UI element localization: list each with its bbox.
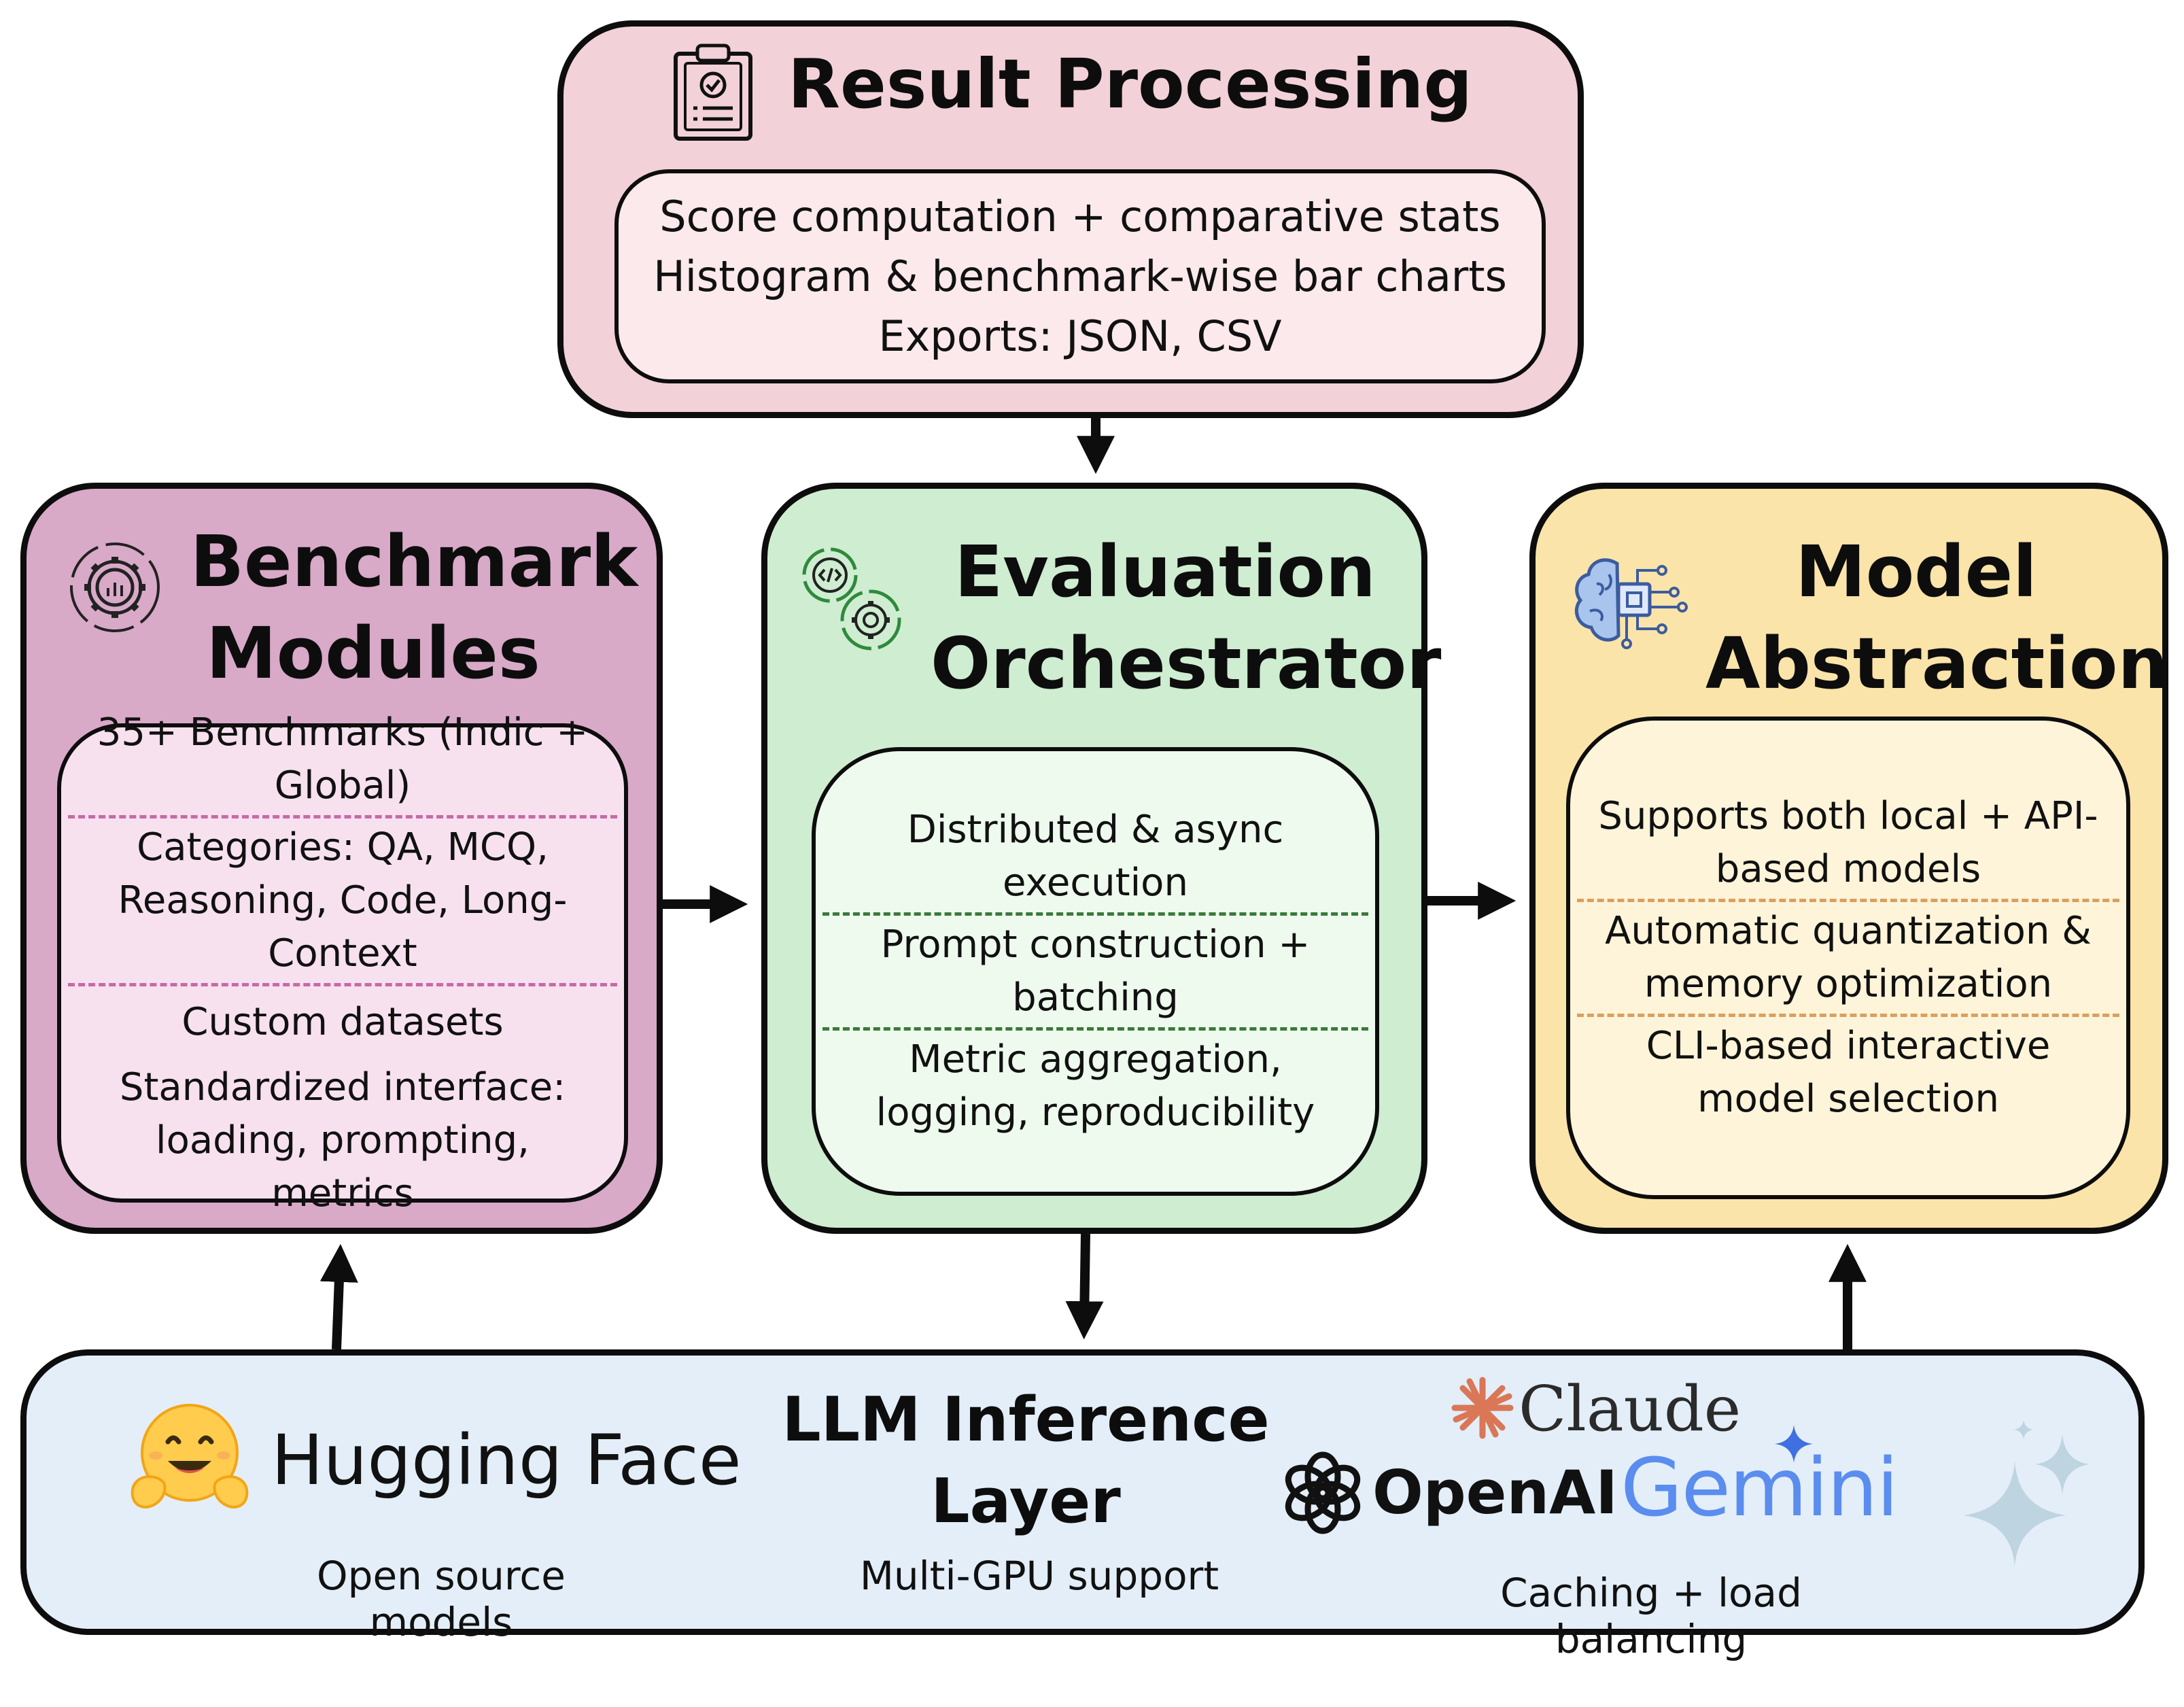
- gear-chart-icon: [70, 542, 160, 632]
- orchestrator-divider: [822, 912, 1368, 916]
- model-divider: [1577, 1014, 2119, 1017]
- model-abstraction-panel: Model Abstraction Supports both local + …: [1529, 483, 2168, 1234]
- llm-title-line1: LLM Inference: [782, 1384, 1270, 1455]
- result-item-exports: Exports: JSON, CSV: [878, 311, 1282, 361]
- orchestrator-divider: [822, 1027, 1368, 1031]
- llm-title-line2: Layer: [931, 1466, 1121, 1537]
- claude-starburst-icon: [1451, 1377, 1514, 1439]
- result-item-histogram: Histogram & benchmark-wise bar charts: [653, 251, 1507, 301]
- multigpu-caption: Multi-GPU support: [859, 1553, 1219, 1599]
- benchmark-item-interface: Standardized interface: loading, prompti…: [119, 1065, 566, 1215]
- benchmark-item-categories: Categories: QA, MCQ, Reasoning, Code, Lo…: [118, 825, 568, 976]
- model-item-supports: Supports both local + API-based models: [1598, 794, 2098, 891]
- openai-label: OpenAI: [1372, 1458, 1618, 1528]
- benchmark-divider: [68, 982, 617, 986]
- result-processing-list: Score computation + comparative stats Hi…: [614, 169, 1546, 383]
- hugging-face-emoji-icon: [131, 1404, 249, 1509]
- benchmark-item-count: 35+ Benchmarks (Indic + Global): [97, 710, 589, 808]
- llm-inference-layer-panel: Hugging Face Open source models LLM Infe…: [20, 1349, 2145, 1662]
- caching-caption: Caching + load balancing: [1500, 1570, 1802, 1662]
- openai-knot-icon: [1285, 1451, 1361, 1534]
- claude-label: Claude: [1519, 1373, 1741, 1445]
- benchmark-modules-list: 35+ Benchmarks (Indic + Global) Categori…: [57, 710, 628, 1215]
- model-divider: [1577, 899, 2119, 902]
- evaluation-orchestrator-list: Distributed & async execution Prompt con…: [812, 747, 1379, 1196]
- orchestrator-item-distributed: Distributed & async execution: [907, 808, 1284, 905]
- model-title-line1: Model: [1795, 530, 2037, 613]
- benchmark-title-line2: Modules: [206, 612, 540, 695]
- benchmark-item-custom: Custom datasets: [181, 999, 504, 1044]
- arrow-llm-to-benchmark: [319, 1243, 358, 1350]
- llm-inference-title: LLM Inference Layer: [767, 1379, 1284, 1542]
- orchestrator-item-prompt: Prompt construction + batching: [880, 923, 1311, 1020]
- model-title-line2: Abstraction: [1705, 622, 2168, 705]
- result-processing-title: Result Processing: [788, 44, 1472, 124]
- result-processing-panel: Result Processing Score computation + co…: [557, 20, 1584, 418]
- orchestrator-title-line1: Evaluation: [954, 530, 1376, 613]
- gemini-sparkle-icon: [1964, 1420, 2090, 1566]
- brain-circuit-icon: [1575, 558, 1688, 649]
- model-item-quantization: Automatic quantization & memory optimiza…: [1605, 909, 2092, 1006]
- orchestrator-title-line2: Orchestrator: [931, 622, 1442, 705]
- gemini-small-sparkle: [1775, 1425, 1813, 1463]
- arrow-orchestrator-to-llm: [1065, 1233, 1104, 1340]
- code-gear-icon: [802, 547, 901, 651]
- clipboard-check-icon: [674, 44, 752, 141]
- benchmark-title-line1: Benchmark: [190, 520, 638, 603]
- model-item-cli: CLI-based interactive model selection: [1646, 1024, 2051, 1121]
- result-item-score: Score computation + comparative stats: [659, 191, 1501, 241]
- evaluation-orchestrator-title: Evaluation Orchestrator: [931, 526, 1442, 710]
- model-abstraction-title: Model Abstraction: [1692, 526, 2168, 710]
- huggingface-caption: Open source models: [317, 1553, 566, 1645]
- huggingface-label: Hugging Face: [271, 1420, 742, 1501]
- benchmark-modules-panel: Benchmark Modules 35+ Benchmarks (Indic …: [20, 483, 663, 1234]
- evaluation-orchestrator-panel: Evaluation Orchestrator Distributed & as…: [761, 483, 1442, 1234]
- model-abstraction-list: Supports both local + API-based models A…: [1566, 717, 2130, 1199]
- benchmark-modules-title: Benchmark Modules: [183, 516, 645, 700]
- orchestrator-item-metrics: Metric aggregation, logging, reproducibi…: [876, 1037, 1315, 1135]
- benchmark-divider: [68, 814, 617, 818]
- gemini-label: Gemini: [1620, 1441, 1899, 1534]
